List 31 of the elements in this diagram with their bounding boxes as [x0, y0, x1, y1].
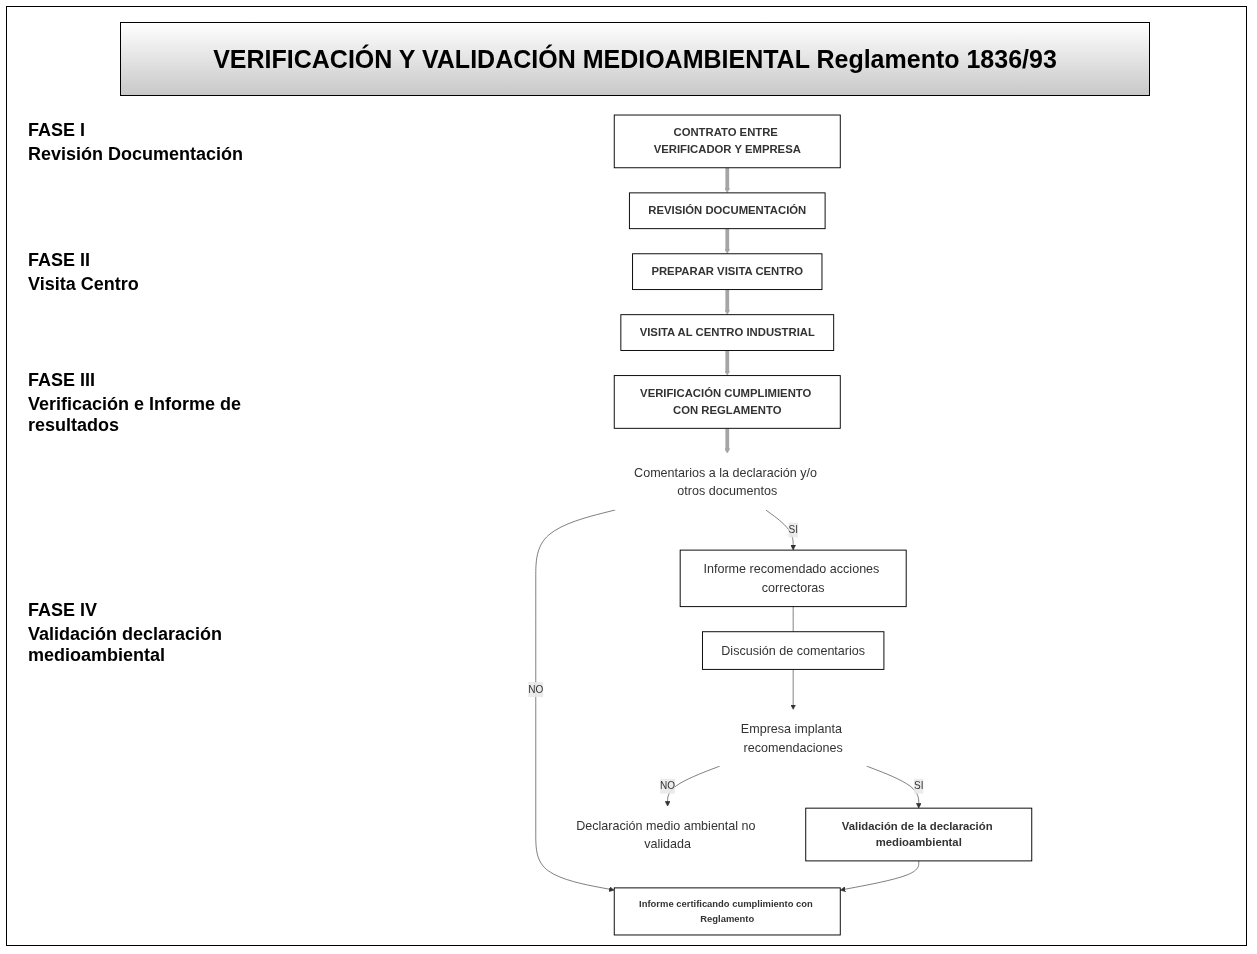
connector — [792, 606, 794, 633]
node-box: PREPARAR VISITA CENTRO — [632, 253, 823, 291]
phase-label: FASE II — [28, 250, 91, 271]
arrow — [724, 289, 730, 315]
phase-label: FASE IV — [28, 600, 99, 621]
node-text: Declaración medio ambiental no validada — [576, 818, 756, 851]
node-box: Validación de la declaración medioambiental — [805, 807, 1033, 862]
node-box: Discusión de comentarios — [702, 631, 885, 670]
node-box: Informe certificando cumplimiento con Reglamento — [613, 887, 841, 936]
node-box: VISITA AL CENTRO INDUSTRIAL — [620, 314, 835, 351]
edge-label: NO — [528, 683, 544, 695]
phase-label: Revisión Documentación — [28, 144, 245, 165]
edge-label: NO — [660, 780, 676, 792]
arrow — [724, 428, 730, 454]
node-box: REVISIÓN DOCUMENTACIÓN — [628, 192, 826, 230]
arrow — [724, 167, 730, 194]
phase-label: Validación declaración medioambiental — [28, 624, 224, 666]
phase-label: Visita Centro — [28, 274, 140, 295]
phase-label: FASE I — [28, 120, 86, 141]
node-text: Empresa implanta recomendaciones — [740, 721, 843, 755]
phase-label: FASE III — [28, 370, 97, 391]
phase-label: Verificación e Informe de resultados — [28, 394, 243, 436]
node-box: Informe recomendado acciones correctoras — [679, 549, 907, 608]
node-box: CONTRATO ENTRE VERIFICADOR Y EMPRESA — [613, 114, 841, 169]
edge-label: SI — [788, 524, 798, 536]
edge-label: SI — [914, 780, 924, 792]
arrow — [724, 350, 730, 376]
node-box: VERIFICACIÓN CUMPLIMIENTO CON REGLAMENTO — [613, 375, 841, 429]
arrow — [724, 228, 730, 255]
title-banner: VERIFICACIÓN Y VALIDACIÓN MEDIOAMBIENTAL Reglamento 1836/93 — [120, 22, 1150, 96]
node-text: Comentarios a la declaración y/o otros documentos — [634, 465, 817, 498]
